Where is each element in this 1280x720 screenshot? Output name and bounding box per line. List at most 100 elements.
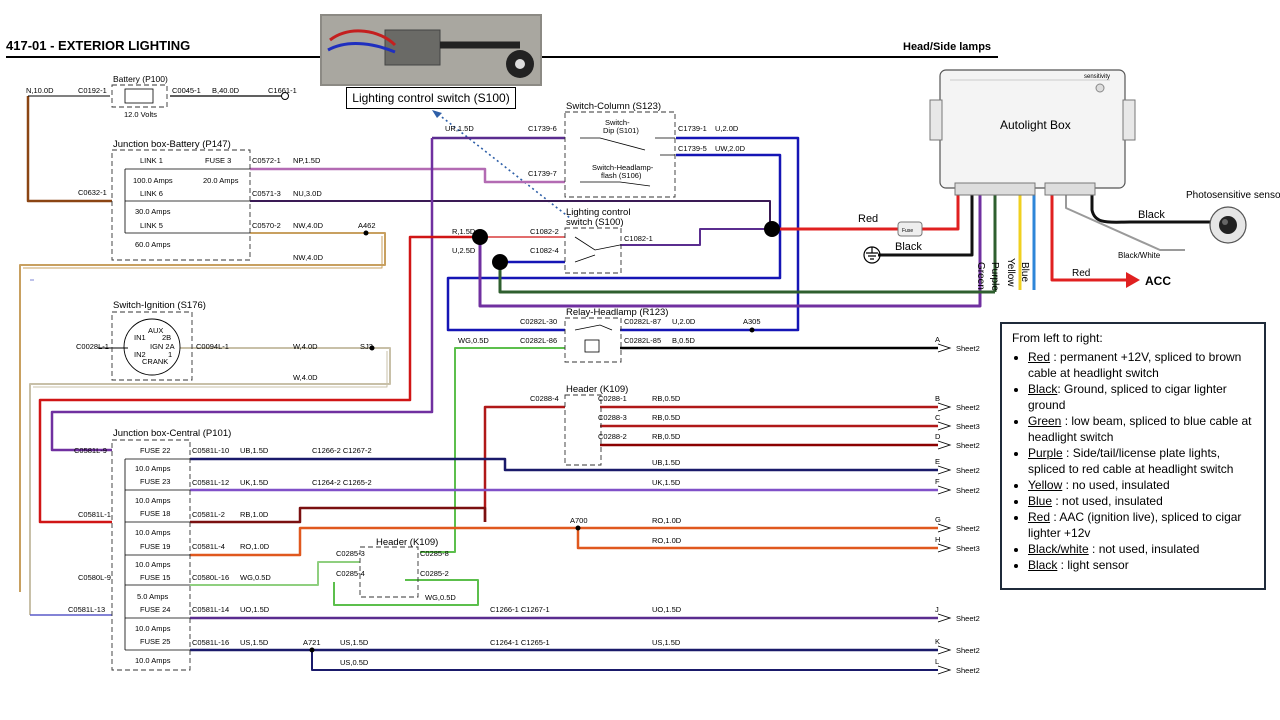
wire-wg05: [420, 347, 565, 553]
svg-text:C1082-2: C1082-2: [530, 227, 559, 236]
legend-item: Black: Ground, spliced to cigar lighter …: [1028, 381, 1256, 413]
svg-text:UK,1.5D: UK,1.5D: [652, 478, 681, 487]
sheet-ref-name: Sheet2: [956, 666, 980, 675]
wire-uw20: [446, 153, 782, 332]
svg-text:C1739-1: C1739-1: [678, 124, 707, 133]
svg-text:NP,1.5D: NP,1.5D: [293, 156, 321, 165]
sensitivity-label: sensitivity: [1084, 74, 1110, 80]
svg-text:RO,1.0D: RO,1.0D: [240, 542, 270, 551]
svg-text:U,2.0D: U,2.0D: [672, 317, 696, 326]
sheet-ref-arrow: [937, 543, 952, 553]
wire-w40-inner: [33, 351, 388, 388]
svg-text:WG,0.5D: WG,0.5D: [458, 336, 489, 345]
legend-item: Purple : Side/tail/license plate lights,…: [1028, 445, 1256, 477]
relay-box: Relay-Headlamp (R123): [564, 307, 668, 363]
wire-black-ground: [878, 195, 974, 257]
svg-text:CRANK: CRANK: [142, 357, 168, 366]
wire-ur-down: [50, 138, 434, 452]
fuse-holder: Fuse: [897, 221, 923, 237]
svg-text:R,1.5D: R,1.5D: [452, 227, 476, 236]
svg-text:A462: A462: [358, 221, 376, 230]
svg-text:C0288-1: C0288-1: [598, 394, 627, 403]
svg-text:flash (S106): flash (S106): [601, 171, 642, 180]
wire-ro-h: [576, 528, 938, 550]
svg-text:C0285-8: C0285-8: [420, 549, 449, 558]
wire-label-green: Green: [975, 262, 986, 290]
svg-text:LINK 1: LINK 1: [140, 156, 163, 165]
svg-text:C0581L-4: C0581L-4: [192, 542, 225, 551]
legend-item: Yellow : no used, insulated: [1028, 477, 1256, 493]
wire-w40: [29, 347, 391, 615]
wire-label-black-white: Black/White: [1118, 251, 1161, 260]
sheet-ref-name: Sheet2: [956, 441, 980, 450]
wire-ro: [190, 526, 938, 557]
wire-purple-to-box: [478, 203, 982, 308]
svg-text:C0282L-85: C0282L-85: [624, 336, 661, 345]
svg-text:NW,4.0D: NW,4.0D: [293, 253, 324, 262]
legend-item-text: : no used, insulated: [1062, 478, 1170, 492]
wire-us-l: [311, 650, 938, 671]
sheet-ref-name: Sheet2: [956, 486, 980, 495]
svg-text:IN1: IN1: [134, 333, 146, 342]
svg-text:C0580L-9: C0580L-9: [78, 573, 111, 582]
sheet-refs: ASheet2BSheet2CSheet3DSheet2ESheet2FShee…: [935, 335, 980, 675]
svg-text:C0570-2: C0570-2: [252, 221, 281, 230]
svg-text:1: 1: [168, 350, 172, 359]
svg-text:100.0 Amps: 100.0 Amps: [133, 176, 173, 185]
svg-text:20.0 Amps: 20.0 Amps: [203, 176, 239, 185]
svg-text:C0288-2: C0288-2: [598, 432, 627, 441]
svg-text:Switch-Column (S123): Switch-Column (S123): [566, 101, 661, 112]
svg-text:UO,1.5D: UO,1.5D: [240, 605, 270, 614]
svg-text:C0192-1: C0192-1: [78, 86, 107, 95]
svg-text:US,0.5D: US,0.5D: [340, 658, 369, 667]
legend-item-key: Yellow: [1028, 478, 1063, 492]
svg-text:C0288-3: C0288-3: [598, 413, 627, 422]
svg-text:C0288-4: C0288-4: [530, 394, 559, 403]
svg-text:A305: A305: [743, 317, 761, 326]
svg-text:Fuse: Fuse: [902, 228, 913, 234]
svg-text:Junction box-Battery (P147): Junction box-Battery (P147): [113, 139, 231, 150]
svg-text:W,4.0D: W,4.0D: [293, 342, 318, 351]
svg-text:Switch-: Switch-: [605, 118, 630, 127]
sheet-ref: D Sheet2: [935, 432, 980, 450]
legend-item-key: Purple: [1028, 446, 1063, 460]
svg-text:W,4.0D: W,4.0D: [293, 373, 318, 382]
svg-text:C1739-5: C1739-5: [678, 144, 707, 153]
svg-text:C0581L-14: C0581L-14: [192, 605, 229, 614]
svg-text:60.0 Amps: 60.0 Amps: [135, 240, 171, 249]
sheet-ref-letter: K: [935, 637, 940, 646]
svg-text:NU,3.0D: NU,3.0D: [293, 189, 322, 198]
svg-text:IGN 2A: IGN 2A: [150, 342, 175, 351]
svg-text:FUSE 23: FUSE 23: [140, 477, 170, 486]
svg-text:C1266-2 C1267-2: C1266-2 C1267-2: [312, 446, 372, 455]
svg-text:C0285-4: C0285-4: [336, 569, 365, 578]
legend-item-key: Blue: [1028, 494, 1053, 508]
svg-text:LINK 6: LINK 6: [140, 189, 163, 198]
svg-text:US,1.5D: US,1.5D: [340, 638, 369, 647]
svg-text:C0285-3: C0285-3: [336, 549, 365, 558]
svg-text:C0581L-2: C0581L-2: [192, 510, 225, 519]
wire-rb10: [190, 506, 487, 524]
svg-text:10.0 Amps: 10.0 Amps: [135, 464, 171, 473]
sheet-ref-letter: D: [935, 432, 941, 441]
legend-list: Red : permanent +12V, spliced to brown c…: [1012, 349, 1256, 573]
sheet-ref-arrow: [937, 343, 952, 353]
sheet-ref-arrow: [937, 465, 952, 475]
sheet-ref-name: Sheet3: [956, 544, 980, 553]
svg-text:A721: A721: [303, 638, 321, 647]
svg-text:C0632-1: C0632-1: [78, 188, 107, 197]
svg-text:C1661-1: C1661-1: [268, 86, 297, 95]
svg-text:C1082-1: C1082-1: [624, 234, 653, 243]
sheet-ref-letter: B: [935, 394, 940, 403]
svg-text:Switch-Headlamp-: Switch-Headlamp-: [592, 163, 654, 172]
svg-text:C0028L-1: C0028L-1: [76, 342, 109, 351]
wire-label-yellow: Yellow: [1005, 258, 1016, 287]
svg-text:WG,0.5D: WG,0.5D: [425, 593, 456, 602]
svg-text:RB,0.5D: RB,0.5D: [652, 394, 681, 403]
battery-box: Battery (P100) 12.0 Volts: [111, 74, 289, 119]
svg-text:C0580L-16: C0580L-16: [192, 573, 229, 582]
